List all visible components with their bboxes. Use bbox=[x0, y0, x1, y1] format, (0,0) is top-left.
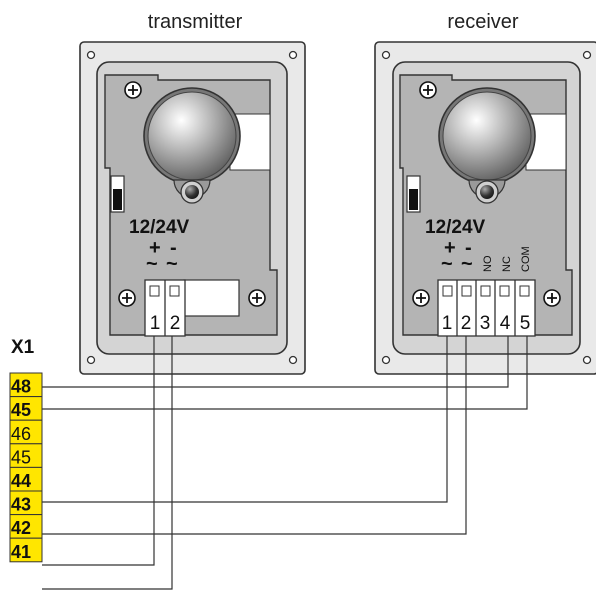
wiring bbox=[42, 336, 528, 590]
transmitter-terminal-2: 2 bbox=[170, 313, 181, 334]
terminal-number: 43 bbox=[11, 495, 31, 515]
terminal-44-cell: 44 bbox=[9, 466, 43, 492]
receiver-terminal-5: 5 bbox=[520, 313, 531, 334]
receiver-pcb-screw-icon bbox=[419, 81, 437, 99]
transmitter-led-icon bbox=[173, 179, 211, 204]
transmitter-voltage-label: 12/24V bbox=[129, 217, 190, 238]
receiver-ac-label: ~ bbox=[461, 253, 473, 275]
receiver-terminal-strip: 1 2 3 4 5 bbox=[437, 279, 536, 337]
transmitter-pcb-screw-icon bbox=[124, 81, 142, 99]
terminal-number: 41 bbox=[11, 542, 31, 562]
receiver-housing-screw-icon bbox=[381, 50, 592, 365]
terminal-block-cells: 48 45 46 45 44 43 42 41 bbox=[9, 372, 43, 563]
wire-45-receiver-5 bbox=[42, 336, 528, 410]
receiver-device: receiver 12/24V + - bbox=[374, 11, 596, 375]
terminal-43-cell: 43 bbox=[9, 490, 43, 516]
terminal-48-cell: 48 bbox=[9, 372, 43, 398]
terminal-41-cell: 41 bbox=[9, 537, 43, 563]
transmitter-terminal-strip: 1 2 bbox=[144, 279, 186, 337]
receiver-terminal-2: 2 bbox=[461, 313, 472, 334]
receiver-plus-label: + bbox=[444, 237, 456, 259]
transmitter-pcb-screw-icon bbox=[118, 289, 136, 307]
transmitter-minus-label: - bbox=[170, 237, 177, 259]
terminal-cell-box bbox=[9, 537, 43, 563]
wire-44-receiver-1 bbox=[42, 336, 448, 503]
transmitter-housing-screw-icon bbox=[86, 50, 298, 365]
terminal-number: 44 bbox=[11, 471, 31, 491]
transmitter-terminal-1: 1 bbox=[150, 313, 161, 334]
receiver-com-label: COM bbox=[520, 246, 532, 272]
terminal-number: 45 bbox=[11, 400, 31, 420]
receiver-no-label: NO bbox=[482, 255, 494, 272]
wire-42-transmitter-1 bbox=[42, 336, 155, 566]
terminal-block-label: X1 bbox=[11, 337, 35, 358]
receiver-nc-label: NC bbox=[501, 256, 513, 272]
receiver-pcb-screw-icon bbox=[412, 289, 430, 307]
terminal-number: 48 bbox=[11, 377, 31, 397]
receiver-terminal-4: 4 bbox=[500, 313, 511, 334]
receiver-pcb-screw-icon bbox=[543, 289, 561, 307]
terminal-number: 46 bbox=[11, 424, 31, 444]
wire-43-receiver-2 bbox=[42, 336, 467, 535]
transmitter-dip-switch bbox=[110, 175, 125, 213]
receiver-minus-label: - bbox=[465, 237, 472, 259]
terminal-42-cell: 42 bbox=[9, 514, 43, 539]
transmitter-lens-icon bbox=[143, 87, 241, 185]
wire-48-receiver-4 bbox=[42, 336, 509, 388]
terminal-45-cell: 45 bbox=[9, 443, 43, 468]
transmitter-ac-label: ~ bbox=[146, 253, 158, 275]
terminal-number: 45 bbox=[11, 447, 31, 467]
receiver-ac-label: ~ bbox=[441, 253, 453, 275]
terminal-block-x1: X1 48 45 46 45 44 43 42 41 bbox=[9, 337, 43, 563]
terminal-45-cell: 45 bbox=[9, 396, 43, 421]
receiver-terminal-3: 3 bbox=[480, 313, 491, 334]
terminal-number: 42 bbox=[11, 518, 31, 538]
receiver-lens-icon bbox=[438, 87, 536, 185]
terminal-46-cell: 46 bbox=[9, 419, 43, 445]
transmitter-device: transmitter 12/24V + bbox=[79, 11, 306, 375]
receiver-terminal-1: 1 bbox=[442, 313, 453, 334]
receiver-voltage-label: 12/24V bbox=[425, 217, 486, 238]
receiver-led-icon bbox=[468, 179, 506, 204]
receiver-title: receiver bbox=[447, 11, 518, 33]
wire-41-transmitter-2 bbox=[42, 336, 173, 590]
transmitter-title: transmitter bbox=[148, 11, 243, 33]
receiver-dip-switch bbox=[406, 175, 421, 213]
transmitter-ac-label: ~ bbox=[166, 253, 178, 275]
transmitter-pcb-screw-icon bbox=[248, 289, 266, 307]
transmitter-plus-label: + bbox=[149, 237, 161, 259]
transmitter-spare-block bbox=[183, 279, 240, 317]
